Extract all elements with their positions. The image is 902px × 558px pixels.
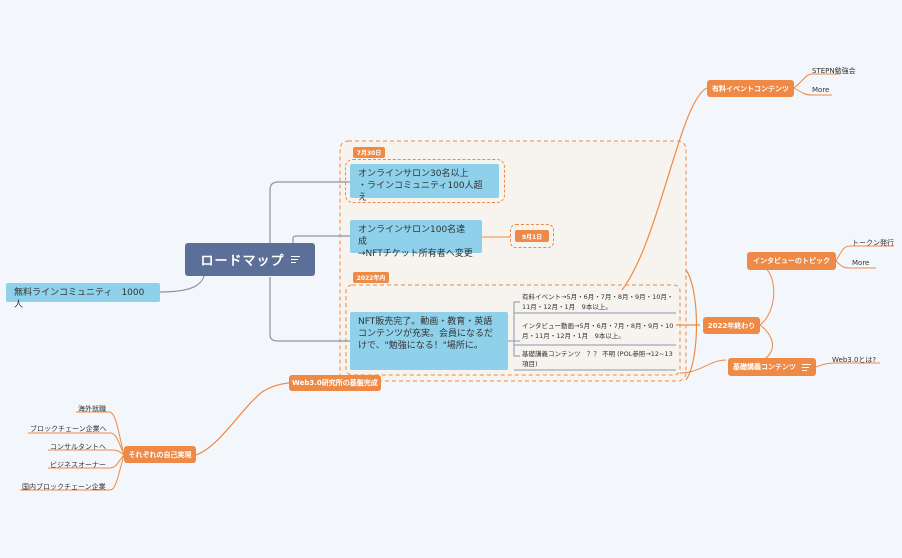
leaf-token[interactable]: トークン発行 bbox=[852, 239, 894, 247]
root-label: ロードマップ bbox=[200, 254, 285, 269]
leaf-stepn[interactable]: STEPN勉強会 bbox=[812, 67, 856, 75]
free-line-community-node[interactable]: 無料ラインコミュニティ 1000人 bbox=[6, 283, 160, 310]
leaf-web3[interactable]: Web3.0とは? bbox=[832, 356, 877, 364]
leaf-interview-more[interactable]: More bbox=[852, 259, 870, 267]
detail-interview: インタビュー動画→5月・6月・7月・8月・9月・10月・11月・12月・1月 9… bbox=[522, 322, 674, 340]
basic-content-label: 基礎講義コンテンツ bbox=[733, 363, 796, 371]
basic-content-node[interactable]: 基礎講義コンテンツ bbox=[728, 358, 816, 376]
salon-100-node[interactable]: オンラインサロン100名達成 →NFTチケット所有者へ変更 bbox=[350, 220, 482, 259]
end-2022-node[interactable]: 2022年終わり bbox=[703, 317, 760, 334]
tag-july-30: 7月30日 bbox=[353, 147, 385, 158]
menu-lines-icon bbox=[290, 256, 300, 263]
interview-topic-node[interactable]: インタビューのトピック bbox=[747, 252, 836, 270]
self-realization-node[interactable]: それぞれの自己実現 bbox=[124, 446, 196, 463]
paid-event-content-node[interactable]: 有料イベントコンテンツ bbox=[707, 80, 794, 97]
tag-2022: 2022年内 bbox=[353, 272, 389, 283]
detail-basic: 基礎講義コンテンツ ？？ 不明 (POL参照→12~13項目) bbox=[522, 350, 673, 368]
leaf-blockchain-company[interactable]: ブロックチェーン企業へ bbox=[30, 425, 107, 433]
web3-lab-node[interactable]: Web3.0研究所の基盤完成 bbox=[289, 375, 381, 391]
salon-30-node[interactable]: オンラインサロン30名以上 ・ラインコミュニティ100人超え bbox=[350, 164, 499, 203]
sep-frame bbox=[510, 224, 554, 248]
leaf-business-owner[interactable]: ビジネスオーナー bbox=[50, 461, 106, 469]
leaf-consultant[interactable]: コンサルタントへ bbox=[50, 443, 106, 451]
root-node[interactable]: ロードマップ bbox=[185, 243, 315, 276]
leaf-paid-more[interactable]: More bbox=[812, 86, 830, 94]
leaf-domestic-blockchain[interactable]: 国内ブロックチェーン企業 bbox=[22, 483, 106, 491]
nft-node[interactable]: NFT販売完了。動画・教育・英語コンテンツが充実。会員になるだけで、"勉強になる… bbox=[350, 312, 508, 370]
detail-paid-event: 有料イベント→5月・6月・7月・8月・9月・10月・11月・12月・1月 9本以… bbox=[522, 293, 674, 311]
leaf-overseas[interactable]: 海外就職 bbox=[78, 405, 106, 413]
tag-sep-1: 9月1日 bbox=[515, 230, 549, 242]
july-frame bbox=[345, 159, 505, 203]
menu-lines-icon bbox=[802, 363, 811, 371]
